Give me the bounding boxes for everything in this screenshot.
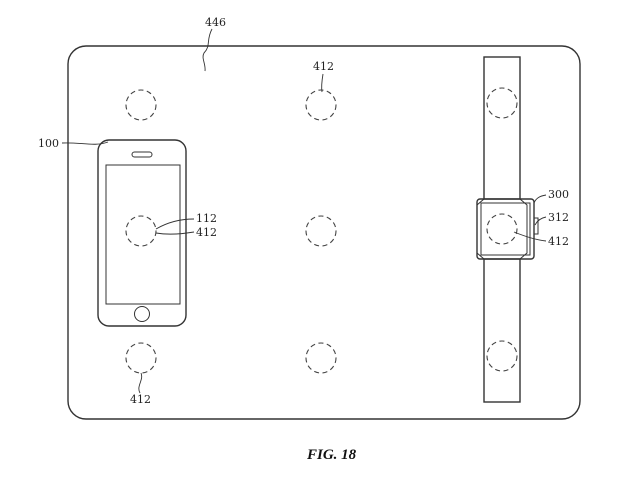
label-412-phone: 412 xyxy=(196,226,217,239)
watch-band-top xyxy=(483,56,521,200)
leader-412-phone xyxy=(155,231,195,235)
label-446: 446 xyxy=(205,16,226,29)
watch-band-bottom xyxy=(483,258,521,403)
figure-caption: FIG. 18 xyxy=(306,447,357,463)
phone-coil xyxy=(125,215,157,247)
watch-coil xyxy=(486,213,518,245)
label-412-top: 412 xyxy=(313,60,334,73)
leader-312 xyxy=(534,216,547,226)
watch-case xyxy=(476,198,535,260)
leader-446 xyxy=(202,28,213,72)
label-100: 100 xyxy=(38,137,59,150)
leader-412-bottom-left xyxy=(138,372,143,394)
phone-body xyxy=(97,139,187,327)
leader-300 xyxy=(533,194,547,204)
phone-speaker xyxy=(131,151,153,158)
coil-center-middle xyxy=(305,215,337,247)
label-112: 112 xyxy=(196,212,217,225)
label-300: 300 xyxy=(548,188,569,201)
leader-412-top xyxy=(321,73,324,93)
coil-bottom-right xyxy=(486,340,518,372)
leader-100 xyxy=(61,141,109,145)
phone-home-button xyxy=(134,306,150,322)
coil-bottom-left xyxy=(125,342,157,374)
leader-112 xyxy=(155,218,195,230)
watch-face xyxy=(480,202,531,256)
coil-top-left xyxy=(125,89,157,121)
watch-crown xyxy=(533,217,539,235)
coil-top-right xyxy=(486,87,518,119)
label-412-watch: 412 xyxy=(548,235,569,248)
leader-412-watch xyxy=(513,231,547,242)
coil-bottom-middle xyxy=(305,342,337,374)
coil-top-middle xyxy=(305,89,337,121)
label-312: 312 xyxy=(548,211,569,224)
label-412-bottom-left: 412 xyxy=(130,393,151,406)
watch-lug-right xyxy=(519,198,528,260)
smartphone xyxy=(97,139,187,327)
phone-screen xyxy=(105,164,181,305)
charging-pad xyxy=(67,45,581,420)
smartwatch xyxy=(476,56,539,403)
